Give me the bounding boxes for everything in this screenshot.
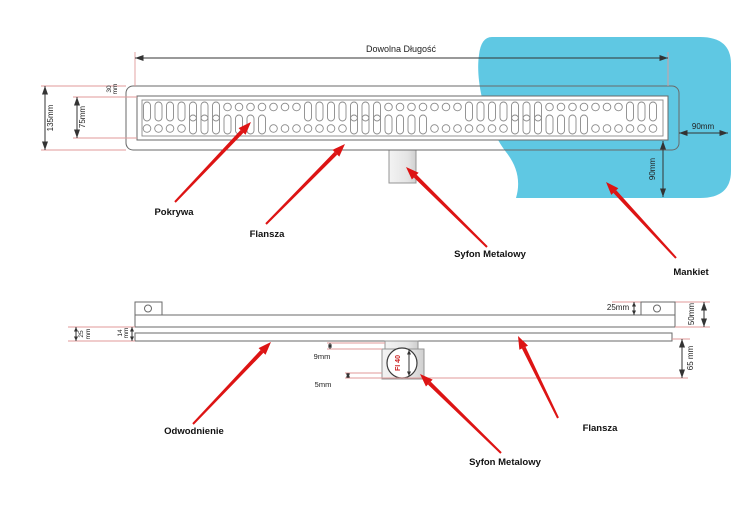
flansza-bottom-arrow <box>518 336 559 419</box>
pokrywa-arrow <box>174 122 251 203</box>
right-tab-hole <box>653 304 661 313</box>
dim-right-height: 50mm <box>687 303 696 326</box>
label-pokrywa: Pokrywa <box>154 207 194 218</box>
top-dimension-lines <box>42 55 728 197</box>
dim-bottom-gap: 5mm <box>315 380 332 389</box>
dim-edge-value: 30 <box>106 85 113 93</box>
odwodnienie-arrow <box>192 342 271 425</box>
dim-right-offset: 90mm <box>692 122 715 131</box>
label-odwodnienie: Odwodnienie <box>164 426 224 437</box>
dim-left-total-value: 25 <box>78 330 85 338</box>
dim-edge-unit: mm <box>112 84 119 95</box>
dim-left-inner-unit: mm <box>123 328 130 339</box>
label-mankiet: Mankiet <box>673 267 709 278</box>
label-flansza-bottom: Flansza <box>583 423 619 434</box>
dim-bottom-offset: 90mm <box>648 158 657 181</box>
dim-drop-height: 65 mm <box>686 345 695 370</box>
dim-left-inner-value: 14 <box>117 329 124 337</box>
label-flansza-top: Flansza <box>250 229 286 240</box>
dim-height-total: 135mm <box>46 104 55 131</box>
mankiet-arrow <box>606 182 677 259</box>
siphon-outlet-circle <box>386 347 418 379</box>
flange-plate-side <box>134 332 673 342</box>
dim-neck-height: 9mm <box>314 352 331 361</box>
side-dimension-lines <box>74 302 707 378</box>
label-syfon-top: Syfon Metalowy <box>454 249 527 260</box>
top-extension-lines <box>41 52 669 151</box>
dim-left-total-unit: mm <box>85 329 92 340</box>
flansza-top-arrow <box>265 144 345 225</box>
dim-siphon-diameter: FI 40 <box>395 355 402 371</box>
grate-pattern <box>142 101 658 135</box>
right-mount-tab <box>640 301 676 316</box>
left-tab-hole <box>144 304 152 313</box>
channel-body-side <box>134 314 676 328</box>
grate-inner-border <box>141 99 664 137</box>
dim-tab-height: 25mm <box>607 303 630 312</box>
flange-outline <box>125 85 680 151</box>
label-syfon-bottom: Syfon Metalowy <box>469 457 542 468</box>
side-view: FI 40 25 mm 14 mm 9mm 5mm 25m <box>68 301 710 468</box>
dim-height-inner: 75mm <box>78 106 87 129</box>
top-view: Dowolna Długość 135mm 75mm 30 mm 90mm 90… <box>41 37 731 278</box>
left-mount-tab <box>134 301 163 316</box>
syfon-bottom-arrow <box>420 374 502 454</box>
syfon-top-arrow <box>406 167 488 248</box>
dim-length: Dowolna Długość <box>366 44 437 54</box>
